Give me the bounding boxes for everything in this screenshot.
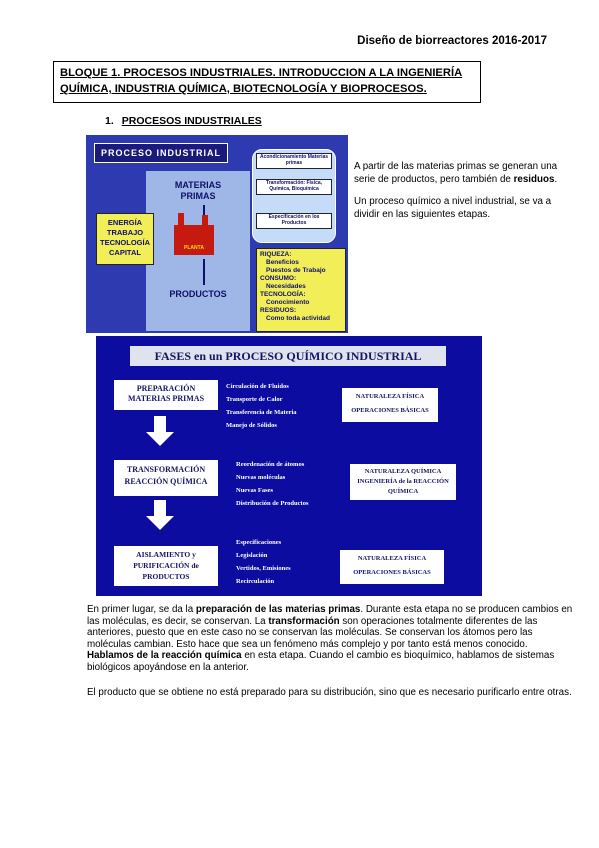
body-paragraph: En primer lugar, se da la preparación de… bbox=[87, 604, 573, 673]
section-title: PROCESOS INDUSTRIALES bbox=[121, 115, 262, 127]
block-title-line1: BLOQUE 1. PROCESOS INDUSTRIALES. INTRODU… bbox=[60, 67, 463, 79]
side-paragraph-1: A partir de las materias primas se gener… bbox=[354, 161, 558, 185]
arrow-down-1 bbox=[203, 205, 205, 223]
factory-icon bbox=[174, 213, 214, 255]
arrow-down-2 bbox=[203, 259, 205, 285]
side-paragraph-2: Un proceso químico a nivel industrial, s… bbox=[354, 196, 552, 220]
arrow-down-icon-1 bbox=[146, 432, 174, 446]
products-label: PRODUCTOS bbox=[169, 289, 227, 299]
phases-diagram: FASES en un PROCESO QUÍMICO INDUSTRIAL P… bbox=[96, 336, 482, 596]
bubble-item-2: Transformación: Física, Química, Bioquím… bbox=[256, 179, 332, 195]
section-number: 1. bbox=[105, 115, 114, 127]
bubble-item-3: Especificación en los Productos bbox=[256, 213, 332, 229]
block-title-box: BLOQUE 1. PROCESOS INDUSTRIALES. INTRODU… bbox=[53, 61, 481, 103]
plant-label: PLANTA bbox=[184, 245, 204, 251]
diagram-title: PROCESO INDUSTRIAL bbox=[94, 143, 228, 163]
outputs-box: RIQUEZA: Beneficios Puestos de Trabajo C… bbox=[256, 248, 346, 332]
section-heading: 1. PROCESOS INDUSTRIALES bbox=[105, 115, 262, 127]
course-header: Diseño de biorreactores 2016-2017 bbox=[357, 35, 547, 47]
phases-title: FASES en un PROCESO QUÍMICO INDUSTRIAL bbox=[130, 346, 446, 366]
arrow-shaft-2 bbox=[154, 500, 166, 516]
block-title-line2: QUÍMICA, INDUSTRIA QUÍMICA, BIOTECNOLOGÍ… bbox=[60, 83, 427, 95]
bubble-item-1: Acondicionamiento Materias primas bbox=[256, 153, 332, 169]
arrow-down-icon-2 bbox=[146, 516, 174, 530]
arrow-shaft-1 bbox=[154, 416, 166, 432]
body-paragraph-2: El producto que se obtiene no está prepa… bbox=[87, 687, 572, 698]
